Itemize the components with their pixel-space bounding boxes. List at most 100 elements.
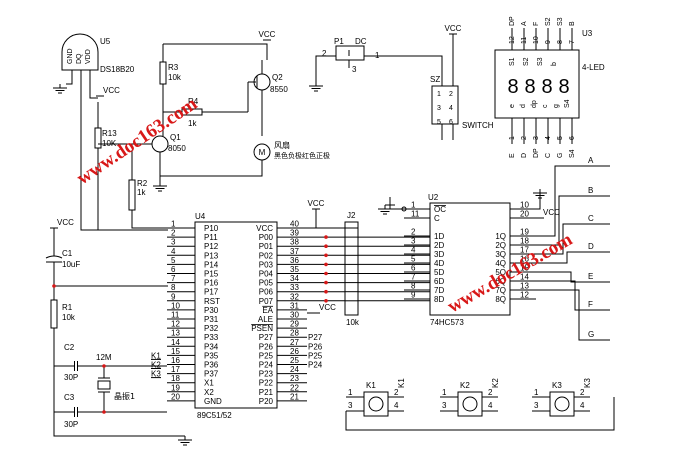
display-pin-number: 4 <box>545 136 552 140</box>
mcu-pin-name: P03 <box>259 260 274 269</box>
latch-pin-number: 3 <box>411 237 416 246</box>
seven-seg-display <box>494 49 580 119</box>
p0-junction <box>324 244 328 248</box>
mcu-pin-number: 21 <box>290 392 299 401</box>
r2-wire <box>131 210 167 229</box>
display-net-label: B <box>569 21 576 26</box>
mcu-pin-number: 1 <box>171 220 176 229</box>
key-switch-button <box>368 396 384 412</box>
r13-value: 10K <box>102 139 117 148</box>
key-pin-number: 2 <box>580 388 585 397</box>
resistor-r2 <box>128 179 136 211</box>
mcu-pin-number: 40 <box>290 220 299 229</box>
segment-output-label: F <box>588 300 593 309</box>
latch-body <box>429 202 511 316</box>
key-net-label: K3 <box>151 370 161 379</box>
display-digit: 8 <box>541 76 552 98</box>
latch-pin-number: 12 <box>520 291 529 300</box>
mcu-pin-name: P34 <box>204 342 219 351</box>
mcu-pin-name: GND <box>204 397 222 406</box>
mcu-pin-number: 10 <box>171 301 180 310</box>
c2-value: 30P <box>64 373 78 382</box>
dc-pin-number: 2 <box>322 49 327 58</box>
latch-pin-name: 8D <box>434 295 444 304</box>
crystal-value: 12M <box>96 353 112 362</box>
mcu-pin-name: P20 <box>259 397 274 406</box>
latch-pin-name: 7D <box>434 286 444 295</box>
key-switch-button <box>462 396 478 412</box>
mcu-pin-name: P31 <box>204 315 219 324</box>
segment-output-wire <box>536 289 610 341</box>
pullup-ref: J2 <box>347 211 356 220</box>
fan-vcc-wire <box>163 43 268 60</box>
mcu-pin-number: 24 <box>290 365 299 374</box>
latch-pin-number: 20 <box>520 210 529 219</box>
vcc-label: VCC <box>308 199 325 208</box>
latch-pin-name: 7Q <box>495 286 506 295</box>
latch-part: 74HC573 <box>430 318 464 327</box>
segment-label: c <box>542 104 549 108</box>
dq-wire <box>80 70 168 231</box>
mcu-pin-number: 8 <box>171 283 176 292</box>
mcu-pin-name: P04 <box>259 270 274 279</box>
key-pin-number: 3 <box>348 401 353 410</box>
r3-ref: R3 <box>168 63 179 72</box>
mcu-pin-number: 6 <box>171 265 176 274</box>
mcu-pin-number: 36 <box>290 256 299 265</box>
latch-pin-name: 6Q <box>495 277 506 286</box>
reset-gnd-wire <box>53 328 185 437</box>
segment-label: S3 <box>537 57 544 66</box>
display-pin-number: 10 <box>533 36 540 44</box>
sensor-vdd-wire <box>89 70 98 99</box>
mcu-pin-number: 3 <box>171 238 176 247</box>
latch-pin-number: 11 <box>411 210 420 219</box>
latch-pin-name: OC <box>434 205 446 214</box>
fan-motor-icon <box>253 143 271 161</box>
key-ref: K1 <box>366 381 376 390</box>
mcu-pin-name: P06 <box>259 288 274 297</box>
mcu-pin-name: P01 <box>259 242 274 251</box>
latch-oc-node <box>401 206 407 212</box>
latch-pin-number: 18 <box>520 237 529 246</box>
mcu-pin-number: 11 <box>171 311 180 320</box>
mcu-pin-number: 5 <box>171 256 176 265</box>
pullup-network <box>344 221 359 316</box>
mcu-pin-name: P23 <box>259 370 274 379</box>
dc-jack-ref: P1 <box>334 37 344 46</box>
c3-ref: C3 <box>64 393 75 402</box>
latch-pin-number: 4 <box>411 246 416 255</box>
latch-pin-number: 16 <box>520 255 529 264</box>
mcu-pin-number: 17 <box>171 365 180 374</box>
mcu-pin-number: 31 <box>290 301 299 310</box>
mcu-pin-number: 9 <box>171 292 176 301</box>
mcu-pin-number: 28 <box>290 329 299 338</box>
mcu-pin-name: P24 <box>259 361 274 370</box>
latch-pin-name: 3Q <box>495 250 506 259</box>
watermark-text: www.doc163.com <box>73 93 201 189</box>
pullup-value: 10k <box>346 318 360 327</box>
mcu-part: 89C51/52 <box>197 411 232 420</box>
display-pin-number: 7 <box>569 40 576 44</box>
q2-ref: Q2 <box>272 73 283 82</box>
mcu-pin-name: P14 <box>204 260 219 269</box>
r1-ref: R1 <box>62 303 73 312</box>
mcu-pin-name: P11 <box>204 233 218 242</box>
mcu-pin-name: EA <box>262 306 273 315</box>
c2-ref: C2 <box>64 343 75 352</box>
segment-output-label: C <box>588 214 594 223</box>
display-net-label: DP <box>533 148 540 158</box>
latch-pin-number: 6 <box>411 264 416 273</box>
mcu-pin-name: P37 <box>204 370 219 379</box>
r4-value: 1k <box>188 119 197 128</box>
mcu-pin-number: 37 <box>290 247 299 256</box>
mcu-pin-number: 15 <box>171 347 180 356</box>
mcu-pin-number: 18 <box>171 374 180 383</box>
r3-value: 10k <box>168 73 182 82</box>
latch-pin-number: 15 <box>520 264 529 273</box>
mcu-body <box>194 221 278 409</box>
p0-junction <box>324 299 328 303</box>
latch-pin-number: 1 <box>411 201 416 210</box>
mcu-pin-name: P27 <box>259 333 274 342</box>
